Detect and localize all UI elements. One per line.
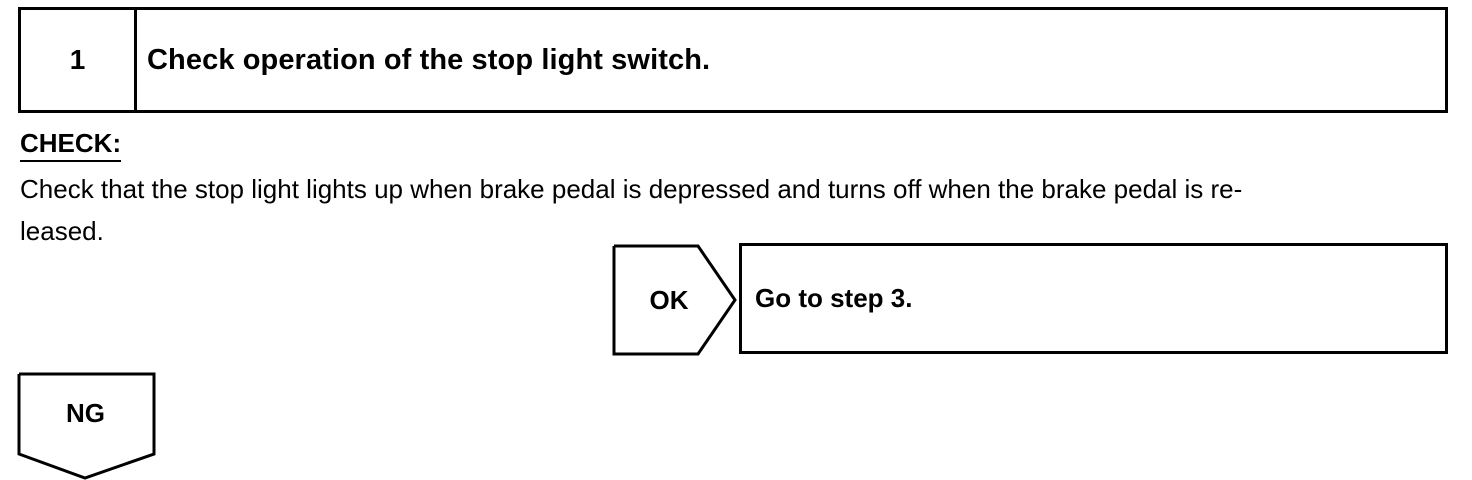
ng-arrow-shape (17, 372, 156, 480)
ng-label: NG (66, 397, 105, 428)
step-title: Check operation of the stop light switch… (147, 43, 711, 76)
ok-result-box: Go to step 3. (739, 243, 1448, 354)
ok-label: OK (649, 284, 689, 315)
step-header-box: 1 Check operation of the stop light swit… (18, 7, 1448, 113)
step-number: 1 (69, 44, 86, 75)
step-divider (134, 10, 137, 110)
check-instructions: Check that the stop light lights up when… (20, 168, 1450, 252)
ok-arrow-shape (612, 244, 737, 356)
check-line-2: leased. (20, 216, 104, 246)
ok-result-text: Go to step 3. (755, 283, 913, 313)
check-line-1: Check that the stop light lights up when… (20, 174, 1243, 204)
check-heading: CHECK: (20, 127, 122, 162)
